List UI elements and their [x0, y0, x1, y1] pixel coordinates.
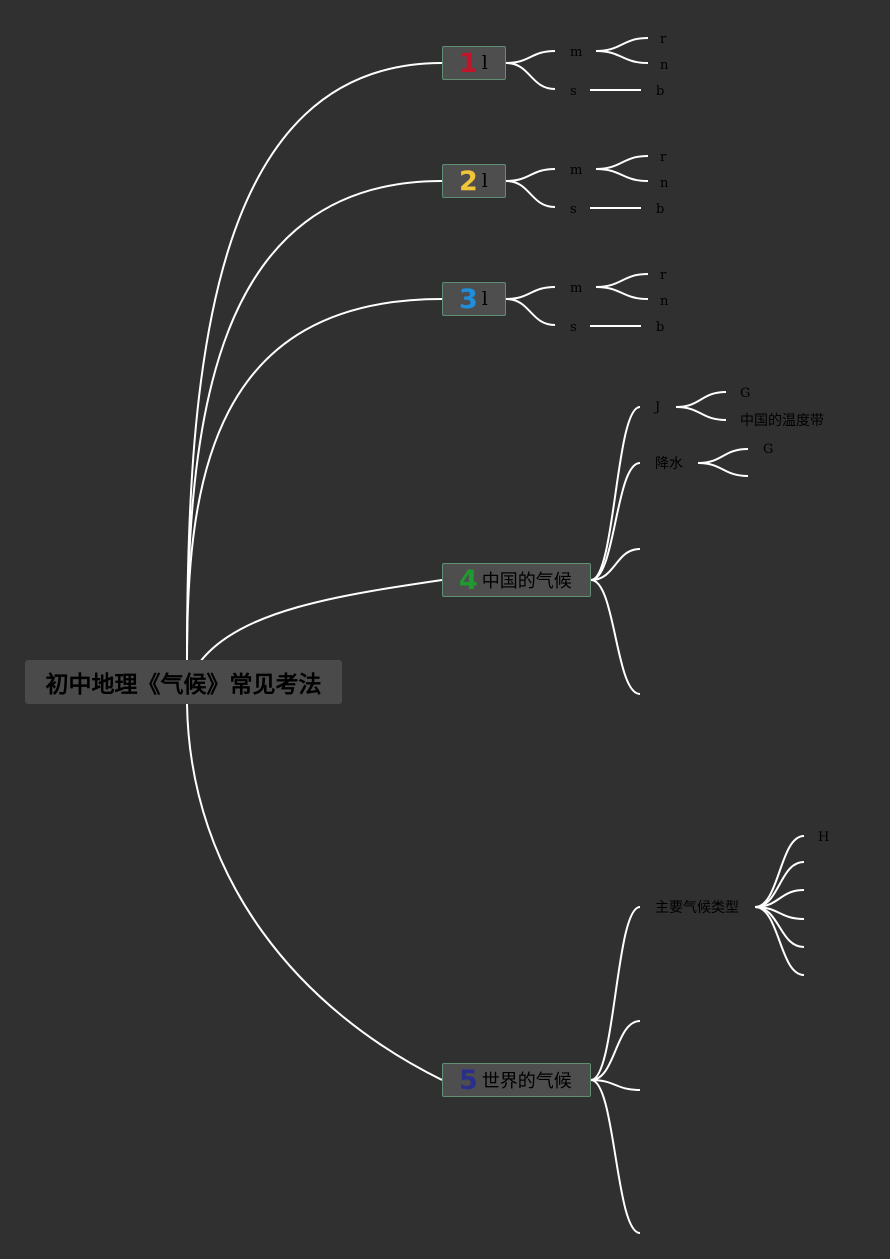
- branch-1-leaf-b[interactable]: b: [656, 84, 665, 99]
- connector-line-0: [186, 62, 443, 661]
- branch-2-number: 2: [459, 165, 478, 197]
- connector-line-8: [595, 50, 649, 64]
- connector-line-30: [590, 1079, 641, 1091]
- connector-line-27: [697, 462, 749, 477]
- connector-line-18: [595, 286, 649, 300]
- connector-line-11: [505, 180, 556, 208]
- branch-3-label: l: [481, 288, 488, 310]
- branch-4-leaf-g2[interactable]: G: [763, 442, 774, 457]
- connector-line-31: [590, 1079, 641, 1234]
- connector-line-2: [186, 298, 443, 661]
- root-title: 初中地理《气候》常见考法: [45, 672, 322, 698]
- connector-line-3: [199, 579, 443, 663]
- branch-4-number: 4: [459, 564, 478, 596]
- connector-line-10: [505, 168, 556, 182]
- branch-4[interactable]: 4 中国的气候: [442, 563, 591, 597]
- branch-3-leaf-r[interactable]: r: [660, 268, 667, 283]
- branch-5-child-climate-types[interactable]: 主要气候类型: [655, 900, 739, 916]
- connector-line-7: [595, 37, 649, 52]
- branch-4-label: 中国的气候: [481, 571, 572, 592]
- connector-line-23: [590, 579, 641, 695]
- branch-4-leaf-temperature-zones[interactable]: 中国的温度带: [740, 413, 824, 429]
- branch-2-child-s[interactable]: s: [570, 202, 577, 217]
- branch-2-leaf-r[interactable]: r: [660, 150, 667, 165]
- connector-line-20: [590, 406, 641, 581]
- connector-line-15: [505, 286, 556, 300]
- connector-line-17: [595, 273, 649, 288]
- branch-3-leaf-n[interactable]: n: [660, 294, 669, 309]
- branch-1-leaf-r[interactable]: r: [660, 32, 667, 47]
- connector-line-32: [754, 835, 805, 908]
- branch-3-number: 3: [459, 283, 478, 315]
- branch-1-label: l: [481, 52, 488, 74]
- connector-line-22: [590, 548, 641, 581]
- connector-line-37: [754, 906, 805, 976]
- connector-line-26: [697, 448, 749, 464]
- branch-2-label: l: [481, 170, 488, 192]
- connector-line-5: [505, 50, 556, 64]
- branch-1-child-s[interactable]: s: [570, 84, 577, 99]
- connector-line-4: [186, 703, 443, 1081]
- branch-1-number: 1: [459, 47, 478, 79]
- connector-line-16: [505, 298, 556, 326]
- connector-line-29: [590, 1020, 641, 1081]
- branch-3[interactable]: 3 l: [442, 282, 506, 316]
- connector-line-6: [505, 62, 556, 90]
- branch-2[interactable]: 2 l: [442, 164, 506, 198]
- connector-line-13: [595, 168, 649, 182]
- branch-1-child-m[interactable]: m: [570, 45, 583, 60]
- connector-line-12: [595, 155, 649, 170]
- branch-5-label: 世界的气候: [481, 1071, 572, 1092]
- branch-3-child-s[interactable]: s: [570, 320, 577, 335]
- branch-2-leaf-b[interactable]: b: [656, 202, 665, 217]
- branch-3-child-m[interactable]: m: [570, 281, 583, 296]
- branch-5[interactable]: 5 世界的气候: [442, 1063, 591, 1097]
- connector-line-1: [186, 180, 443, 661]
- branch-5-number: 5: [459, 1064, 478, 1096]
- branch-4-child-j[interactable]: J: [655, 400, 661, 415]
- branch-2-child-m[interactable]: m: [570, 163, 583, 178]
- branch-5-leaf-h[interactable]: H: [818, 830, 830, 845]
- connector-line-28: [590, 906, 641, 1081]
- branch-1[interactable]: 1 l: [442, 46, 506, 80]
- branch-1-leaf-n[interactable]: n: [660, 58, 669, 73]
- connector-line-24: [675, 391, 727, 408]
- connector-line-21: [590, 462, 641, 581]
- branch-4-child-precipitation[interactable]: 降水: [655, 456, 683, 472]
- branch-4-leaf-g[interactable]: G: [740, 386, 751, 401]
- connector-line-25: [675, 406, 727, 421]
- branch-3-leaf-b[interactable]: b: [656, 320, 665, 335]
- root-topic[interactable]: 初中地理《气候》常见考法: [25, 660, 342, 704]
- branch-2-leaf-n[interactable]: n: [660, 176, 669, 191]
